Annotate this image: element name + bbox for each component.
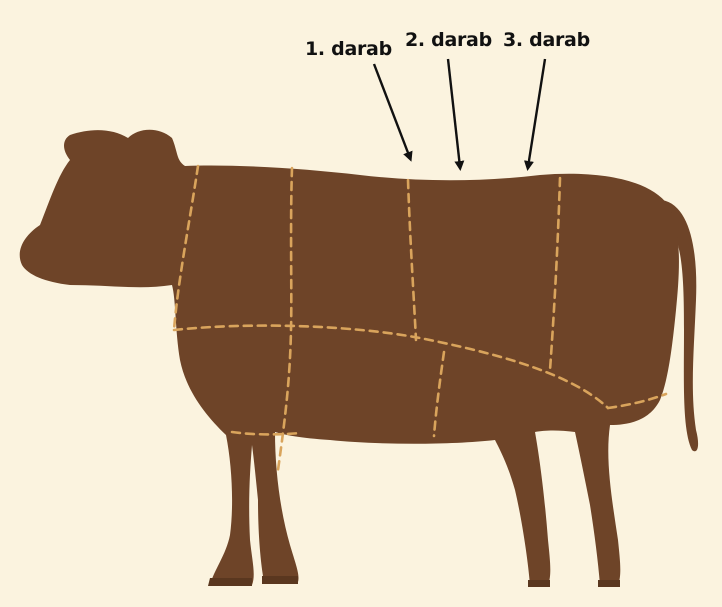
cow-silhouette: [20, 130, 698, 587]
rear-hoof-right: [598, 580, 620, 587]
rear-hoof-left: [528, 580, 550, 587]
cut-arrows: [374, 59, 545, 167]
cut-labels: 1. darab 2. darab 3. darab: [305, 29, 590, 60]
label-darab-1: 1. darab: [305, 38, 392, 60]
label-darab-2: 2. darab: [405, 29, 492, 51]
cow-body: [20, 130, 679, 585]
label-darab-3: 3. darab: [503, 29, 590, 51]
arrow-darab-3: [528, 59, 545, 167]
front-hoof-right: [262, 576, 298, 584]
arrow-darab-2: [448, 59, 460, 167]
front-hoof-left: [208, 578, 252, 586]
arrow-darab-1: [374, 64, 410, 158]
